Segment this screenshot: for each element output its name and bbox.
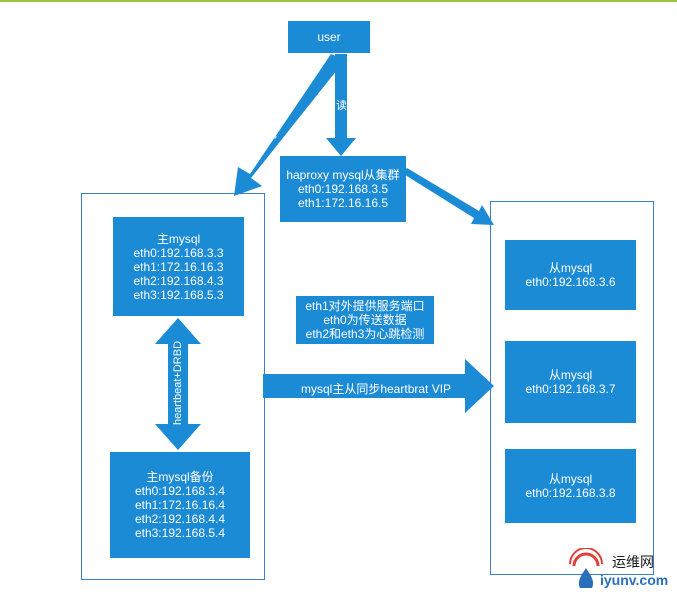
note-line-2: eth0为传送数据 bbox=[323, 313, 407, 327]
master-eth1: eth1:172.16.16.3 bbox=[133, 259, 224, 274]
haproxy-to-slave-arrow bbox=[402, 168, 494, 225]
master-mysql-box: 主mysql eth0:192.168.3.3 eth1:172.16.16.3… bbox=[113, 217, 244, 316]
slave-3-ip: eth0:192.168.3.8 bbox=[525, 486, 616, 500]
user-box: user bbox=[288, 21, 370, 53]
slave-1-ip: eth0:192.168.3.6 bbox=[525, 275, 616, 289]
master-backup-box: 主mysql备份 eth0:192.168.3.4 eth1:172.16.16… bbox=[110, 452, 250, 558]
backup-title: 主mysql备份 bbox=[146, 470, 214, 484]
backup-eth1: eth1:172.16.16.4 bbox=[134, 498, 226, 512]
master-eth0: eth0:192.168.3.3 bbox=[133, 245, 224, 260]
slave-mysql-box-1: 从mysql eth0:192.168.3.6 bbox=[505, 240, 636, 310]
master-title: 主mysql bbox=[156, 231, 201, 246]
watermark-logo-icon bbox=[569, 548, 603, 588]
write-arrow bbox=[234, 54, 345, 196]
watermark-name: 运维网 bbox=[612, 554, 654, 570]
top-border-line bbox=[0, 0, 677, 2]
sync-label: mysql主从同步heartbrat VIP bbox=[301, 382, 452, 396]
note-line-3: eth2和eth3为心跳检测 bbox=[305, 327, 425, 341]
watermark-url: iyunv.com bbox=[600, 572, 669, 588]
slave-2-ip: eth0:192.168.3.7 bbox=[525, 382, 616, 396]
haproxy-eth0: eth0:192.168.3.5 bbox=[297, 182, 389, 196]
backup-eth0: eth0:192.168.3.4 bbox=[134, 484, 226, 498]
read-label: 读 bbox=[336, 100, 347, 112]
haproxy-eth1: eth1:172.16.16.5 bbox=[297, 196, 389, 210]
backup-eth3: eth3:192.168.5.4 bbox=[134, 526, 226, 540]
master-eth2: eth2:192.168.4.3 bbox=[133, 273, 224, 288]
master-eth3: eth3:192.168.5.3 bbox=[133, 287, 224, 302]
slave-2-title: 从mysql bbox=[548, 368, 593, 382]
haproxy-title: haproxy mysql从集群 bbox=[286, 168, 400, 182]
note-line-1: eth1对外提供服务端口 bbox=[305, 299, 425, 313]
haproxy-box: haproxy mysql从集群 eth0:192.168.3.5 eth1:1… bbox=[280, 156, 406, 222]
backup-eth2: eth2:192.168.4.4 bbox=[134, 512, 226, 526]
slave-mysql-box-2: 从mysql eth0:192.168.3.7 bbox=[505, 341, 636, 423]
sync-arrow bbox=[263, 359, 494, 413]
heartbeat-double-arrow bbox=[155, 318, 201, 450]
interface-note: eth1对外提供服务端口 eth0为传送数据 eth2和eth3为心跳检测 bbox=[296, 296, 434, 344]
user-label: user bbox=[317, 30, 341, 44]
slave-1-title: 从mysql bbox=[548, 261, 593, 275]
read-arrow bbox=[326, 54, 356, 156]
heartbeat-label: heartbeat+DRBD bbox=[172, 340, 184, 426]
slave-3-title: 从mysql bbox=[548, 472, 593, 486]
slave-mysql-box-3: 从mysql eth0:192.168.3.8 bbox=[505, 449, 636, 523]
